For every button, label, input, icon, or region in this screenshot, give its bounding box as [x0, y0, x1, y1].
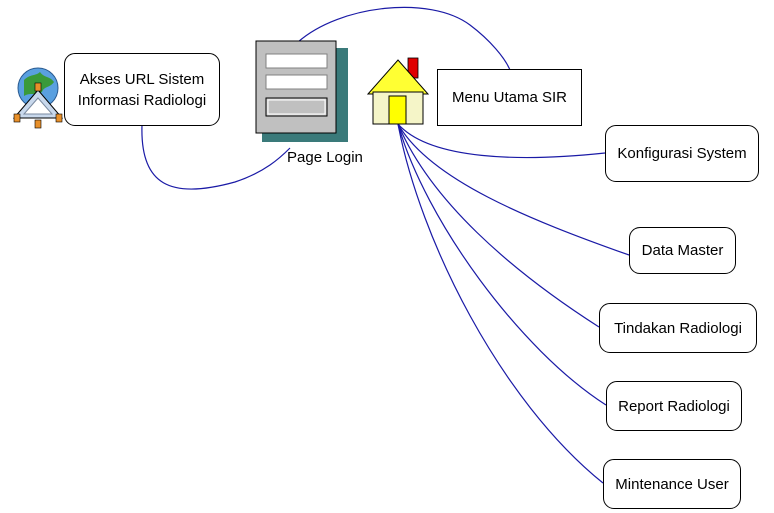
node-report-label: Report Radiologi [618, 397, 730, 415]
node-page-login-label[interactable]: Page Login [287, 149, 363, 166]
connector-akses-to-login [141, 124, 291, 190]
node-akses-url[interactable]: Akses URL Sistem Informasi Radiologi [64, 53, 220, 126]
node-maintenance-user[interactable]: Mintenance User [603, 459, 741, 509]
connector-home-to-report [397, 123, 607, 406]
connector-home-to-konfigurasi [397, 123, 606, 159]
connector-home-to-maintenance [397, 123, 604, 484]
node-tindakan-radiologi[interactable]: Tindakan Radiologi [599, 303, 757, 353]
node-menu-utama-label: Menu Utama SIR [451, 89, 568, 106]
node-data-master[interactable]: Data Master [629, 227, 736, 274]
node-report-radiologi[interactable]: Report Radiologi [606, 381, 742, 431]
node-tindakan-label: Tindakan Radiologi [614, 319, 742, 337]
connector-login-to-menu [297, 6, 511, 71]
node-konfigurasi-system[interactable]: Konfigurasi System [605, 125, 759, 182]
home-icon [366, 57, 430, 125]
connectors [141, 6, 630, 484]
connector-home-to-tindakan [397, 123, 600, 328]
node-data-master-label: Data Master [641, 242, 724, 259]
node-menu-utama[interactable]: Menu Utama SIR [437, 69, 582, 126]
connector-home-to-data-master [397, 123, 630, 256]
node-maintenance-label: Mintenance User [615, 475, 729, 493]
node-konfigurasi-label: Konfigurasi System [617, 145, 747, 162]
globe-network-icon [12, 67, 64, 129]
login-form-icon [255, 40, 348, 142]
node-akses-url-label: Akses URL Sistem Informasi Radiologi [77, 70, 207, 109]
